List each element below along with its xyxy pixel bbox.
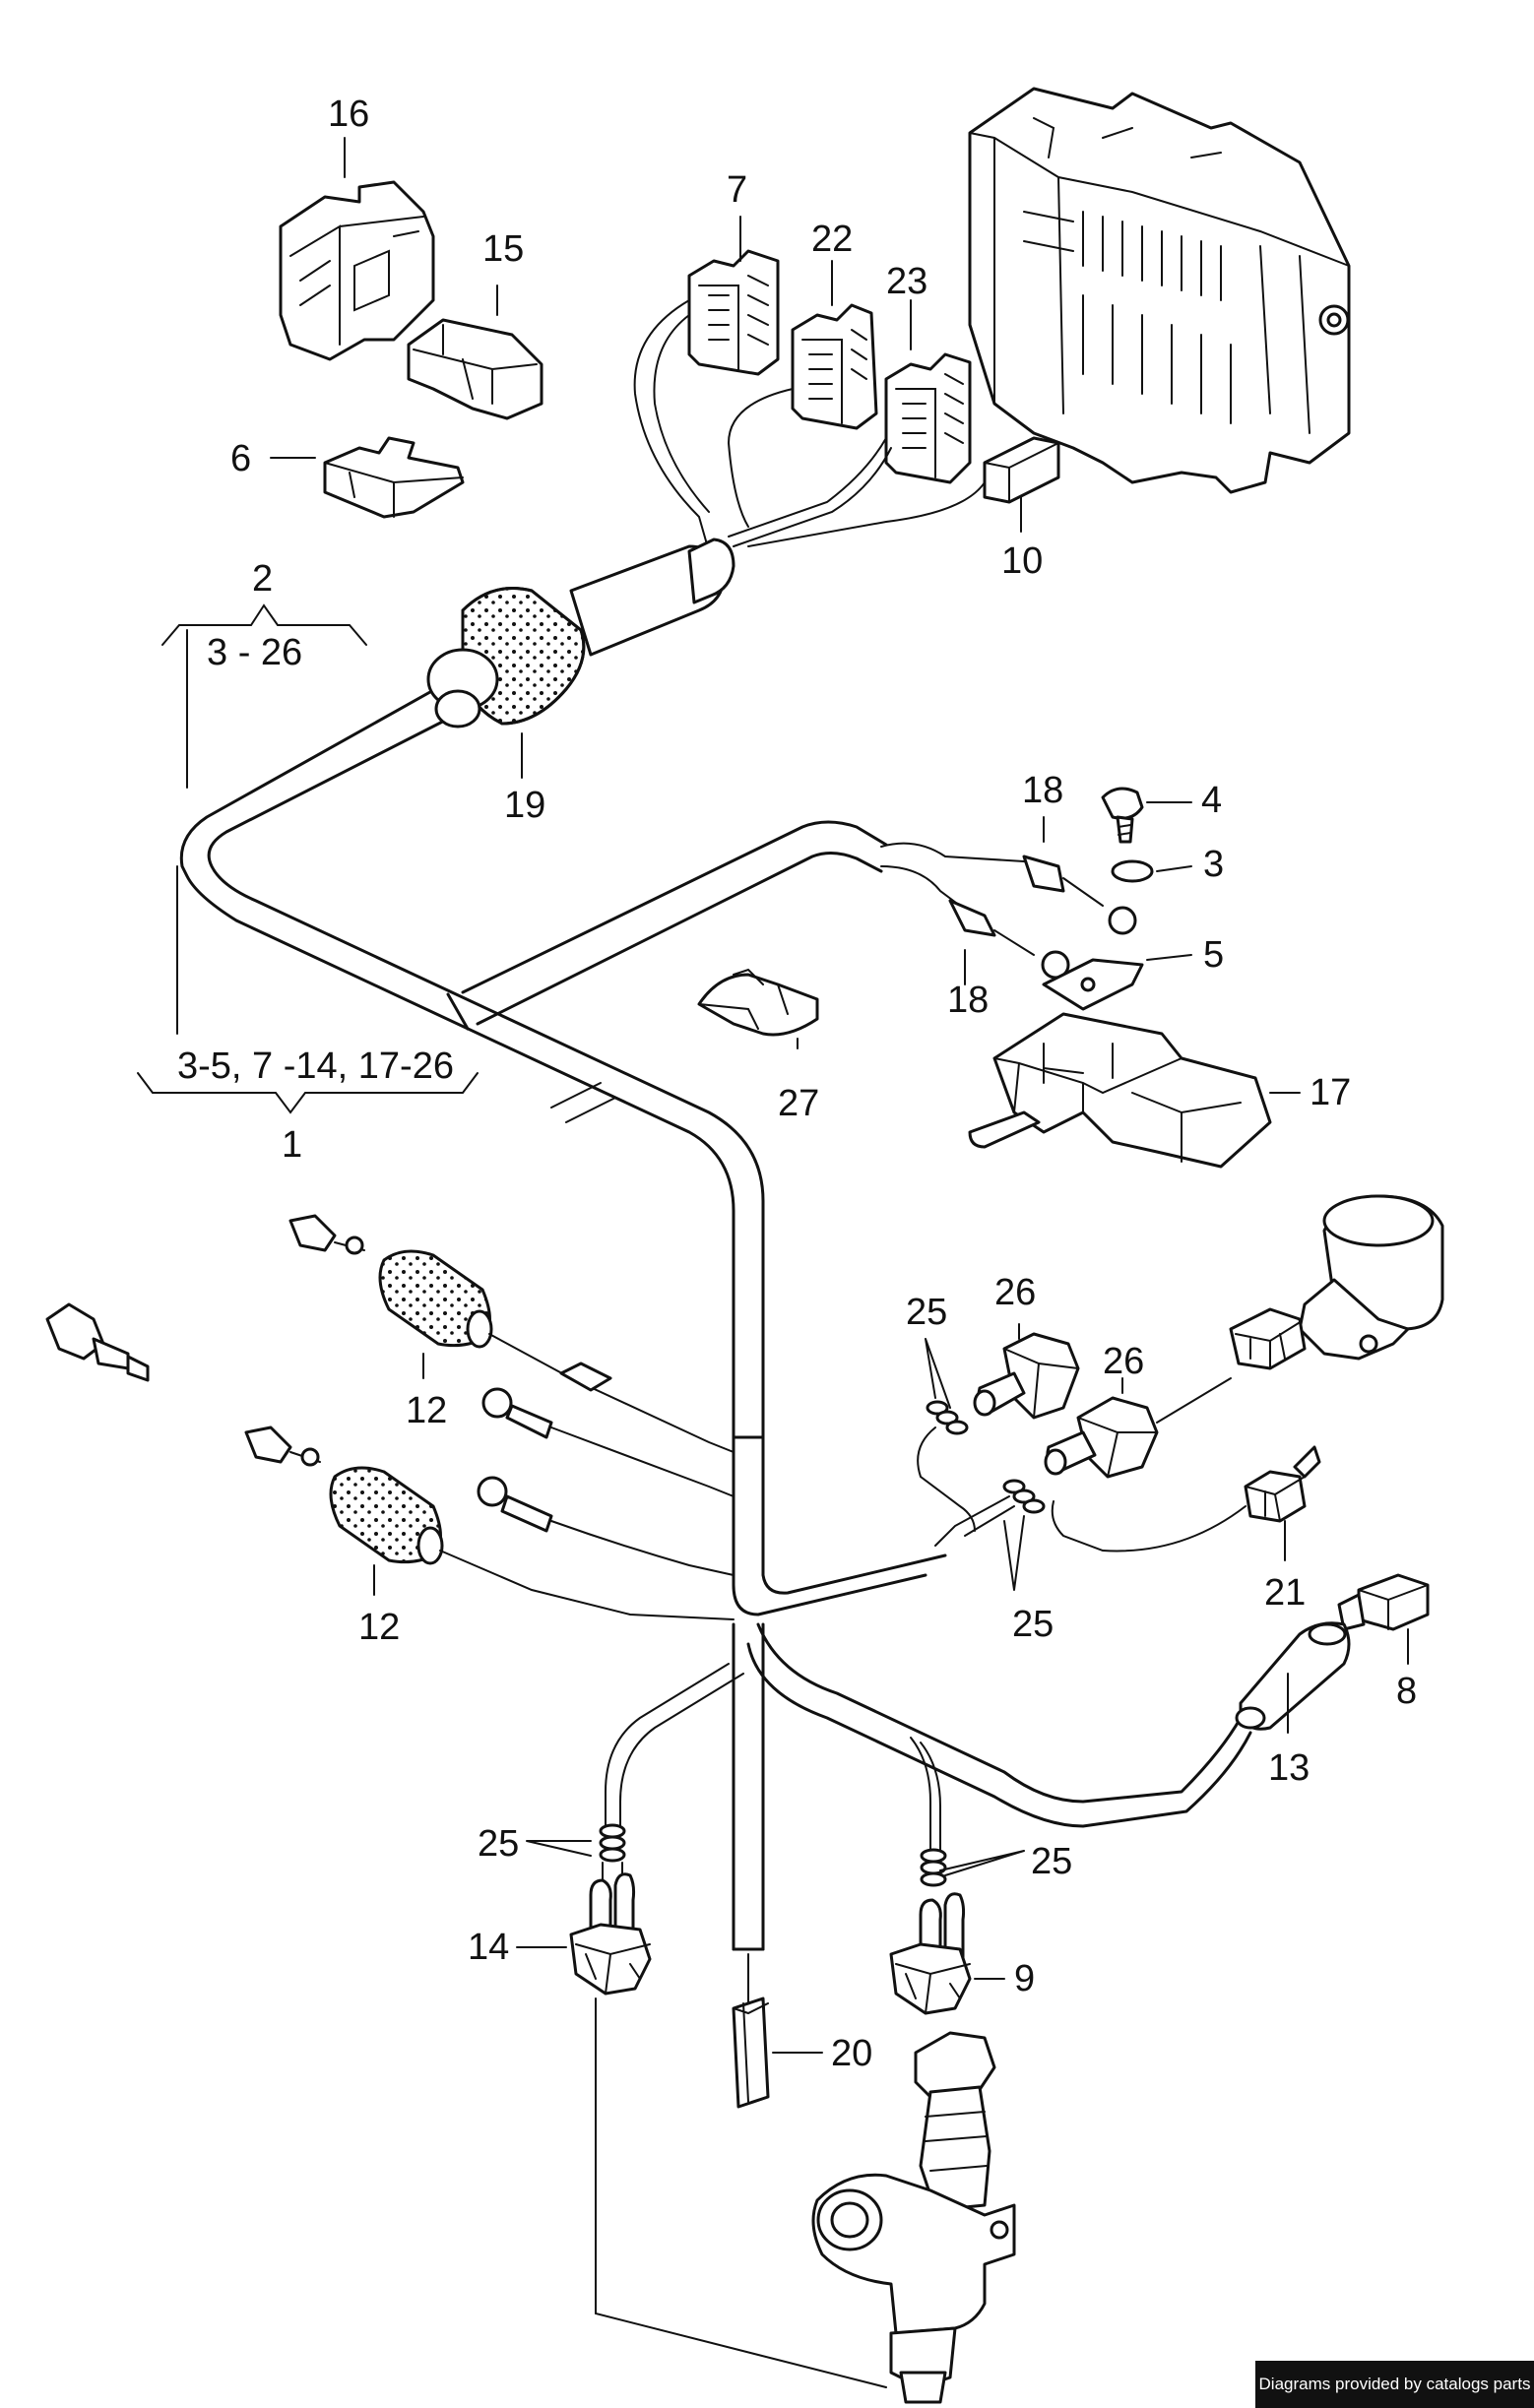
connector-20 bbox=[732, 1953, 770, 2109]
grommet-19 bbox=[426, 538, 735, 729]
connector-26-lower bbox=[1044, 1377, 1232, 1479]
spring-clips-25-mid bbox=[934, 1479, 1046, 1547]
bracket-17 bbox=[968, 1012, 1272, 1169]
spring-clips-25-upper bbox=[917, 1400, 976, 1532]
actuator bbox=[1229, 1194, 1444, 1370]
connector-21 bbox=[1051, 1445, 1321, 1553]
coolant-sender bbox=[811, 2031, 1016, 2404]
sensor-left bbox=[45, 1302, 150, 1382]
label-12-lower: 12 bbox=[358, 1607, 400, 1648]
plate-5 bbox=[1042, 958, 1144, 1011]
label-12-upper: 12 bbox=[406, 1390, 447, 1431]
main-harness bbox=[179, 677, 947, 1616]
spring-clips-25-right bbox=[920, 1848, 947, 1887]
connector-14 bbox=[569, 1872, 652, 1996]
connector-26-upper bbox=[973, 1332, 1080, 1420]
washer-3 bbox=[1111, 859, 1154, 883]
label-25-upper: 25 bbox=[906, 1292, 947, 1333]
label-2-range: 3 - 26 bbox=[207, 632, 302, 673]
connector-22 bbox=[791, 303, 878, 430]
label-25-right: 25 bbox=[1031, 1841, 1072, 1882]
relay-carrier bbox=[968, 87, 1351, 494]
label-16: 16 bbox=[328, 94, 369, 135]
label-25-mid: 25 bbox=[1012, 1604, 1054, 1645]
label-26-lower: 26 bbox=[1103, 1341, 1144, 1382]
relay-16 bbox=[279, 180, 435, 361]
connector-7 bbox=[687, 249, 780, 376]
group-bracket-2 bbox=[161, 603, 367, 789]
label-23: 23 bbox=[886, 261, 927, 302]
connector-23 bbox=[884, 352, 972, 484]
label-7: 7 bbox=[727, 169, 747, 211]
label-1: 1 bbox=[282, 1124, 302, 1166]
label-9: 9 bbox=[1014, 1958, 1035, 1999]
wires-18 bbox=[880, 842, 1137, 980]
connector-8 bbox=[1337, 1573, 1430, 1631]
lower-harness bbox=[605, 1622, 1252, 1951]
label-3: 3 bbox=[1203, 844, 1224, 885]
ring-terminals-left bbox=[477, 1362, 735, 1576]
sensor-12-upper bbox=[288, 1214, 735, 1453]
connector-10 bbox=[983, 436, 1060, 504]
label-6: 6 bbox=[230, 438, 251, 479]
label-27: 27 bbox=[778, 1083, 819, 1124]
label-15: 15 bbox=[482, 228, 524, 270]
label-10: 10 bbox=[1001, 540, 1043, 582]
diagram-credit-badge: Diagrams provided by catalogs parts bbox=[1255, 2361, 1534, 2408]
relay-socket-15 bbox=[407, 318, 543, 420]
ground-lead-line bbox=[595, 1997, 887, 2388]
connector-9 bbox=[889, 1892, 972, 2015]
connector-wires bbox=[633, 299, 986, 552]
label-8: 8 bbox=[1396, 1671, 1417, 1712]
part-labels: 16 15 6 7 22 23 10 2 3 - 26 19 18 4 3 18… bbox=[177, 94, 1417, 2074]
label-20: 20 bbox=[831, 2033, 872, 2074]
label-13: 13 bbox=[1268, 1747, 1310, 1789]
clip-27 bbox=[697, 968, 819, 1037]
sleeve-13 bbox=[1235, 1621, 1351, 1731]
label-1-range: 3-5, 7 -14, 17-26 bbox=[177, 1046, 454, 1087]
label-26-upper: 26 bbox=[994, 1272, 1036, 1313]
fuse-6 bbox=[323, 436, 465, 519]
label-17: 17 bbox=[1310, 1072, 1351, 1113]
label-18-upper: 18 bbox=[1022, 770, 1063, 811]
leader-lines bbox=[270, 137, 1409, 2054]
label-2: 2 bbox=[252, 558, 273, 600]
screw-4 bbox=[1101, 787, 1144, 844]
label-5: 5 bbox=[1203, 934, 1224, 976]
label-19: 19 bbox=[504, 785, 545, 826]
label-22: 22 bbox=[811, 219, 853, 260]
sensor-12-lower bbox=[244, 1426, 735, 1620]
label-21: 21 bbox=[1264, 1572, 1306, 1614]
label-14: 14 bbox=[468, 1927, 509, 1968]
label-18-lower: 18 bbox=[947, 980, 989, 1021]
group-bracket-1 bbox=[137, 865, 479, 1114]
label-25-left: 25 bbox=[478, 1823, 519, 1865]
label-4: 4 bbox=[1201, 780, 1222, 821]
